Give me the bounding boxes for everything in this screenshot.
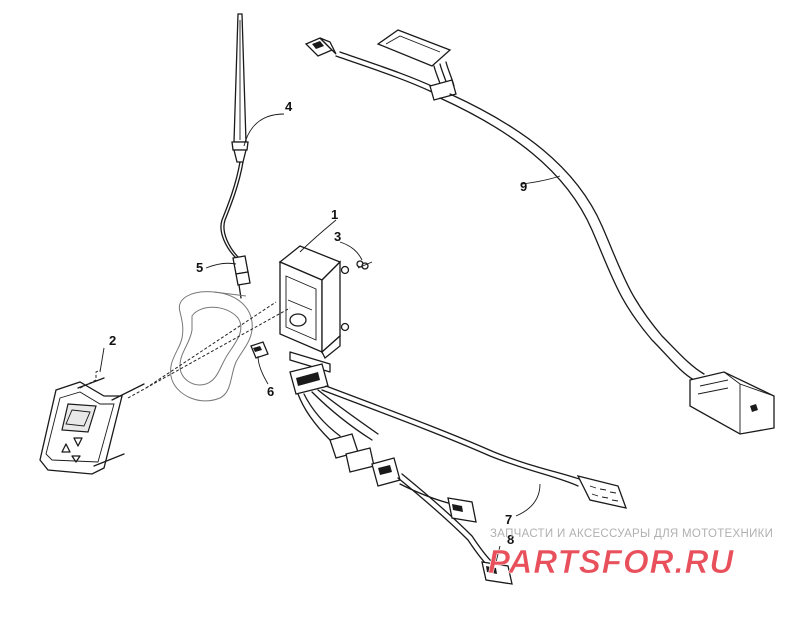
- antenna-part-4: [220, 13, 249, 259]
- callout-5: 5: [196, 260, 204, 275]
- mounting-plate-outline: [170, 291, 253, 402]
- wiring-harness-part-7: [289, 363, 628, 585]
- callout-4: 4: [285, 99, 293, 114]
- watermark-logo-text: PARTSFOR.RU: [488, 543, 734, 580]
- connector-part-5: [232, 255, 251, 299]
- callout-6: 6: [267, 384, 275, 399]
- callout-leaders: [99, 113, 561, 563]
- watermark-caption: ЗАПЧАСТИ И АКСЕССУАРЫ ДЛЯ МОТОТЕХНИКИ: [490, 528, 774, 540]
- bolts-part-3: [357, 261, 373, 270]
- control-module-part-1: [278, 245, 364, 373]
- callout-1: 1: [331, 207, 339, 222]
- callout-9: 9: [520, 179, 528, 194]
- display-panel-part-2: [39, 369, 145, 475]
- callout-8: 8: [507, 532, 515, 547]
- callout-7: 7: [505, 512, 513, 527]
- wiring-harness-part-9: [304, 29, 775, 435]
- watermark-logo: PARTSFOR.RU: [488, 543, 734, 581]
- callout-2: 2: [109, 333, 117, 348]
- callout-3: 3: [334, 229, 342, 244]
- clip-part-6: [250, 341, 269, 359]
